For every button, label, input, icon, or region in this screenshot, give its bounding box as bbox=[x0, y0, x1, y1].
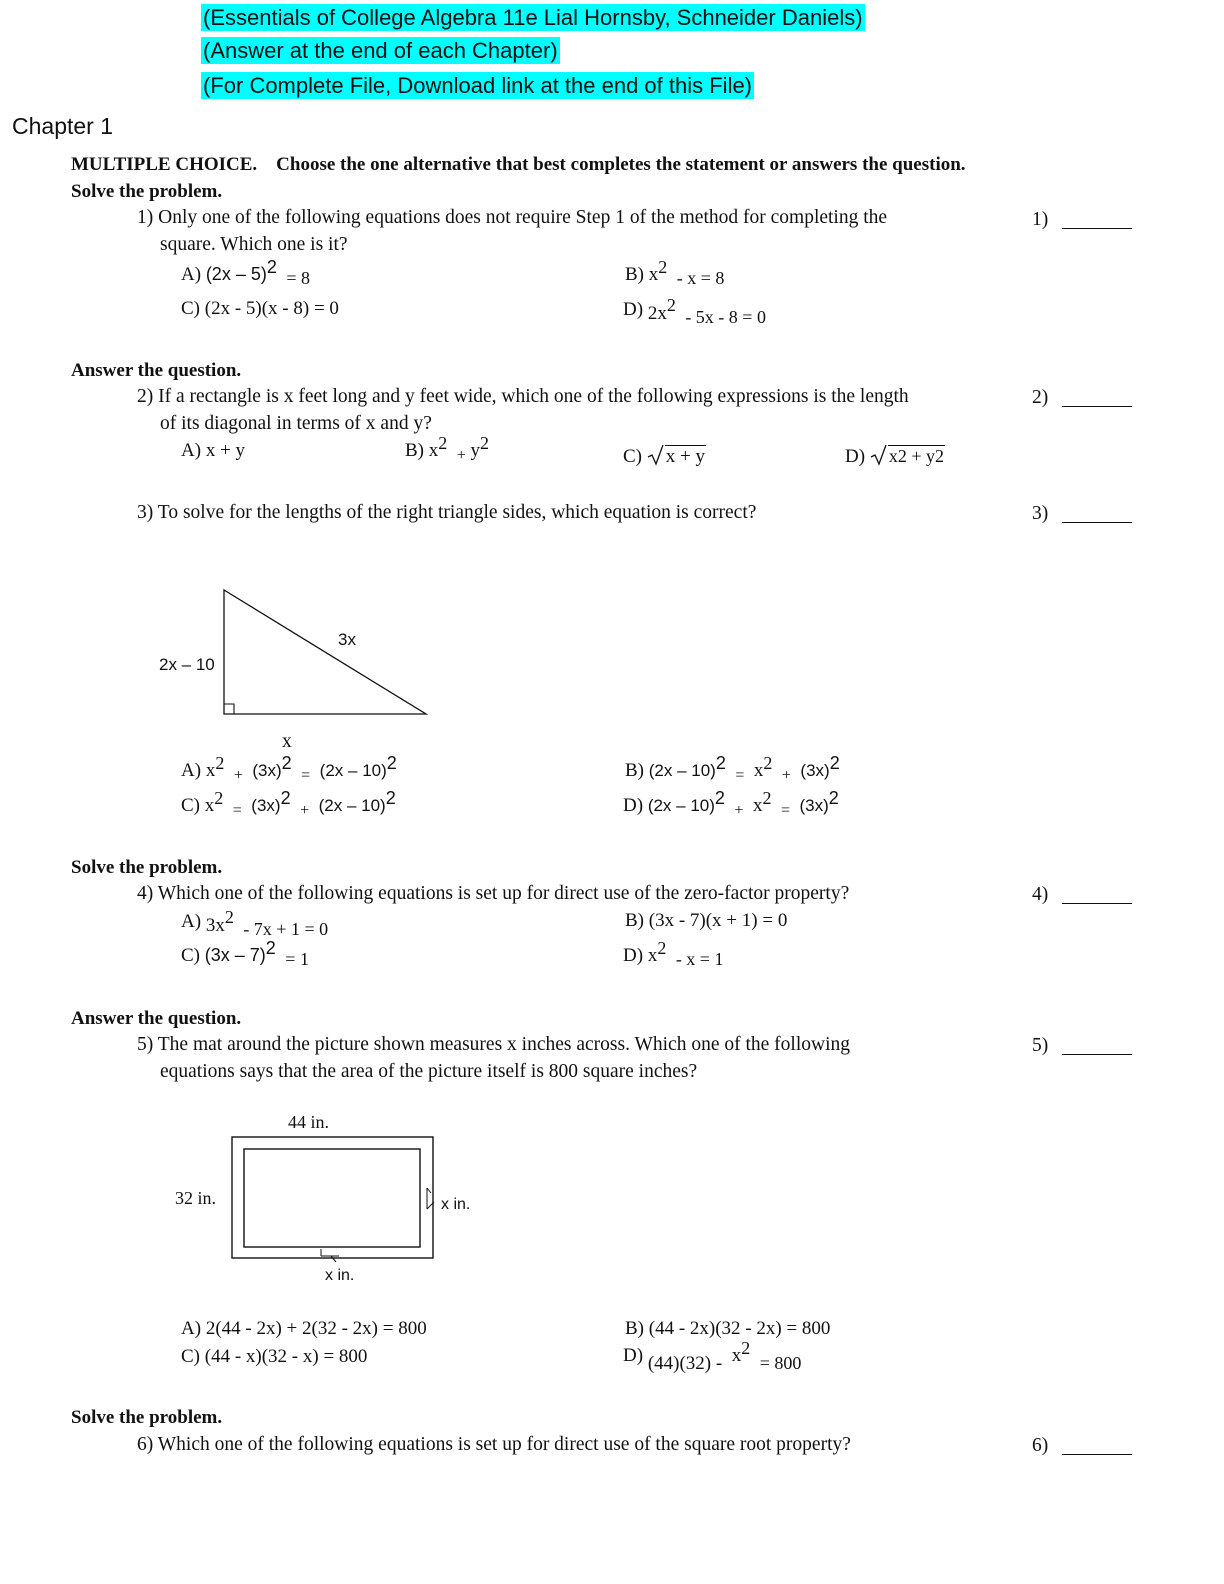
q2-answer-blank[interactable] bbox=[1062, 406, 1132, 407]
mat-bottom-label: x in. bbox=[325, 1267, 355, 1284]
q4-option-c[interactable]: C) (3x – 7)2 = 1 bbox=[181, 938, 309, 969]
picture-mat-figure bbox=[231, 1136, 435, 1263]
q1-answer-blank[interactable] bbox=[1062, 228, 1132, 229]
mc-label: MULTIPLE CHOICE. bbox=[71, 154, 258, 175]
radical-icon bbox=[870, 444, 887, 466]
mat-top-label: 44 in. bbox=[288, 1112, 330, 1132]
q3-number: 3) bbox=[1032, 503, 1049, 524]
q3-option-a[interactable]: A) x2 + (3x)2 = (2x – 10)2 bbox=[181, 753, 397, 784]
q5-text-line-2: equations says that the area of the pict… bbox=[160, 1061, 698, 1082]
q4-option-d[interactable]: D) x2 - x = 1 bbox=[623, 938, 724, 969]
mat-right-label: x in. bbox=[441, 1196, 471, 1213]
q2-option-d[interactable]: D) x2 + y2 bbox=[845, 444, 945, 467]
triangle-base-label: x bbox=[282, 731, 292, 752]
right-triangle-figure bbox=[223, 588, 429, 715]
chapter-title: Chapter 1 bbox=[12, 113, 114, 139]
q5-number: 5) bbox=[1032, 1035, 1049, 1056]
triangle-side-label: 2x – 10 bbox=[159, 655, 215, 674]
section-heading-solve-3: Solve the problem. bbox=[71, 1407, 223, 1428]
section-heading-answer-1: Answer the question. bbox=[71, 360, 242, 381]
q4-number: 4) bbox=[1032, 884, 1049, 905]
q5-option-b[interactable]: B) (44 - 2x)(32 - 2x) = 800 bbox=[625, 1318, 831, 1339]
q1-text-line-2: square. Which one is it? bbox=[160, 234, 348, 255]
q6-answer-blank[interactable] bbox=[1062, 1454, 1132, 1455]
q3-answer-blank[interactable] bbox=[1062, 522, 1132, 523]
q1-option-a[interactable]: A) (2x – 5)2 = 8 bbox=[181, 257, 311, 288]
mat-left-label: 32 in. bbox=[175, 1188, 217, 1208]
q3-option-d[interactable]: D) (2x – 10)2 + x2 = (3x)2 bbox=[623, 788, 839, 819]
q1-option-b[interactable]: B) x2 - x = 8 bbox=[625, 257, 725, 288]
radical-icon bbox=[647, 444, 664, 466]
section-heading-solve-2: Solve the problem. bbox=[71, 857, 223, 878]
mc-text: Choose the one alternative that best com… bbox=[276, 154, 966, 175]
q1-number: 1) bbox=[1032, 209, 1049, 230]
q4-text: 4) Which one of the following equations … bbox=[137, 883, 850, 904]
section-heading-solve: Solve the problem. bbox=[71, 181, 223, 202]
section-heading-answer-2: Answer the question. bbox=[71, 1008, 242, 1029]
q2-number: 2) bbox=[1032, 387, 1049, 408]
q5-option-d[interactable]: D) (44)(32) - x2 = 800 bbox=[623, 1338, 802, 1374]
q1-option-c[interactable]: C) (2x - 5)(x - 8) = 0 bbox=[181, 298, 339, 319]
q3-option-b[interactable]: B) (2x – 10)2 = x2 + (3x)2 bbox=[625, 753, 840, 784]
q5-answer-blank[interactable] bbox=[1062, 1054, 1132, 1055]
q2-option-b[interactable]: B) x2 + y2 bbox=[405, 433, 490, 464]
q3-option-c[interactable]: C) x2 = (3x)2 + (2x – 10)2 bbox=[181, 788, 396, 819]
q4-option-b[interactable]: B) (3x - 7)(x + 1) = 0 bbox=[625, 910, 788, 931]
q4-option-a[interactable]: A) 3x2 - 7x + 1 = 0 bbox=[181, 907, 329, 939]
q2-option-a[interactable]: A) x + y bbox=[181, 440, 246, 461]
q6-text: 6) Which one of the following equations … bbox=[137, 1434, 851, 1455]
header-line-2: (Answer at the end of each Chapter) bbox=[201, 37, 560, 64]
q5-option-c[interactable]: C) (44 - x)(32 - x) = 800 bbox=[181, 1346, 368, 1367]
q6-number: 6) bbox=[1032, 1435, 1049, 1456]
triangle-hypotenuse-label: 3x bbox=[338, 630, 356, 649]
q1-text-line-1: 1) Only one of the following equations d… bbox=[137, 207, 888, 228]
q1-option-d[interactable]: D) 2x2 - 5x - 8 = 0 bbox=[623, 295, 766, 327]
q2-text-line-1: 2) If a rectangle is x feet long and y f… bbox=[137, 386, 909, 407]
header-line-1: (Essentials of College Algebra 11e Lial … bbox=[201, 4, 865, 31]
header-line-3: (For Complete File, Download link at the… bbox=[201, 72, 755, 99]
q3-text: 3) To solve for the lengths of the right… bbox=[137, 502, 757, 523]
q2-option-c[interactable]: C) x + y bbox=[623, 444, 706, 467]
q5-option-a[interactable]: A) 2(44 - 2x) + 2(32 - 2x) = 800 bbox=[181, 1318, 427, 1339]
q4-answer-blank[interactable] bbox=[1062, 903, 1132, 904]
instructions: MULTIPLE CHOICE. Choose the one alternat… bbox=[71, 154, 966, 176]
q5-text-line-1: 5) The mat around the picture shown meas… bbox=[137, 1034, 851, 1055]
q2-text-line-2: of its diagonal in terms of x and y? bbox=[160, 413, 432, 434]
